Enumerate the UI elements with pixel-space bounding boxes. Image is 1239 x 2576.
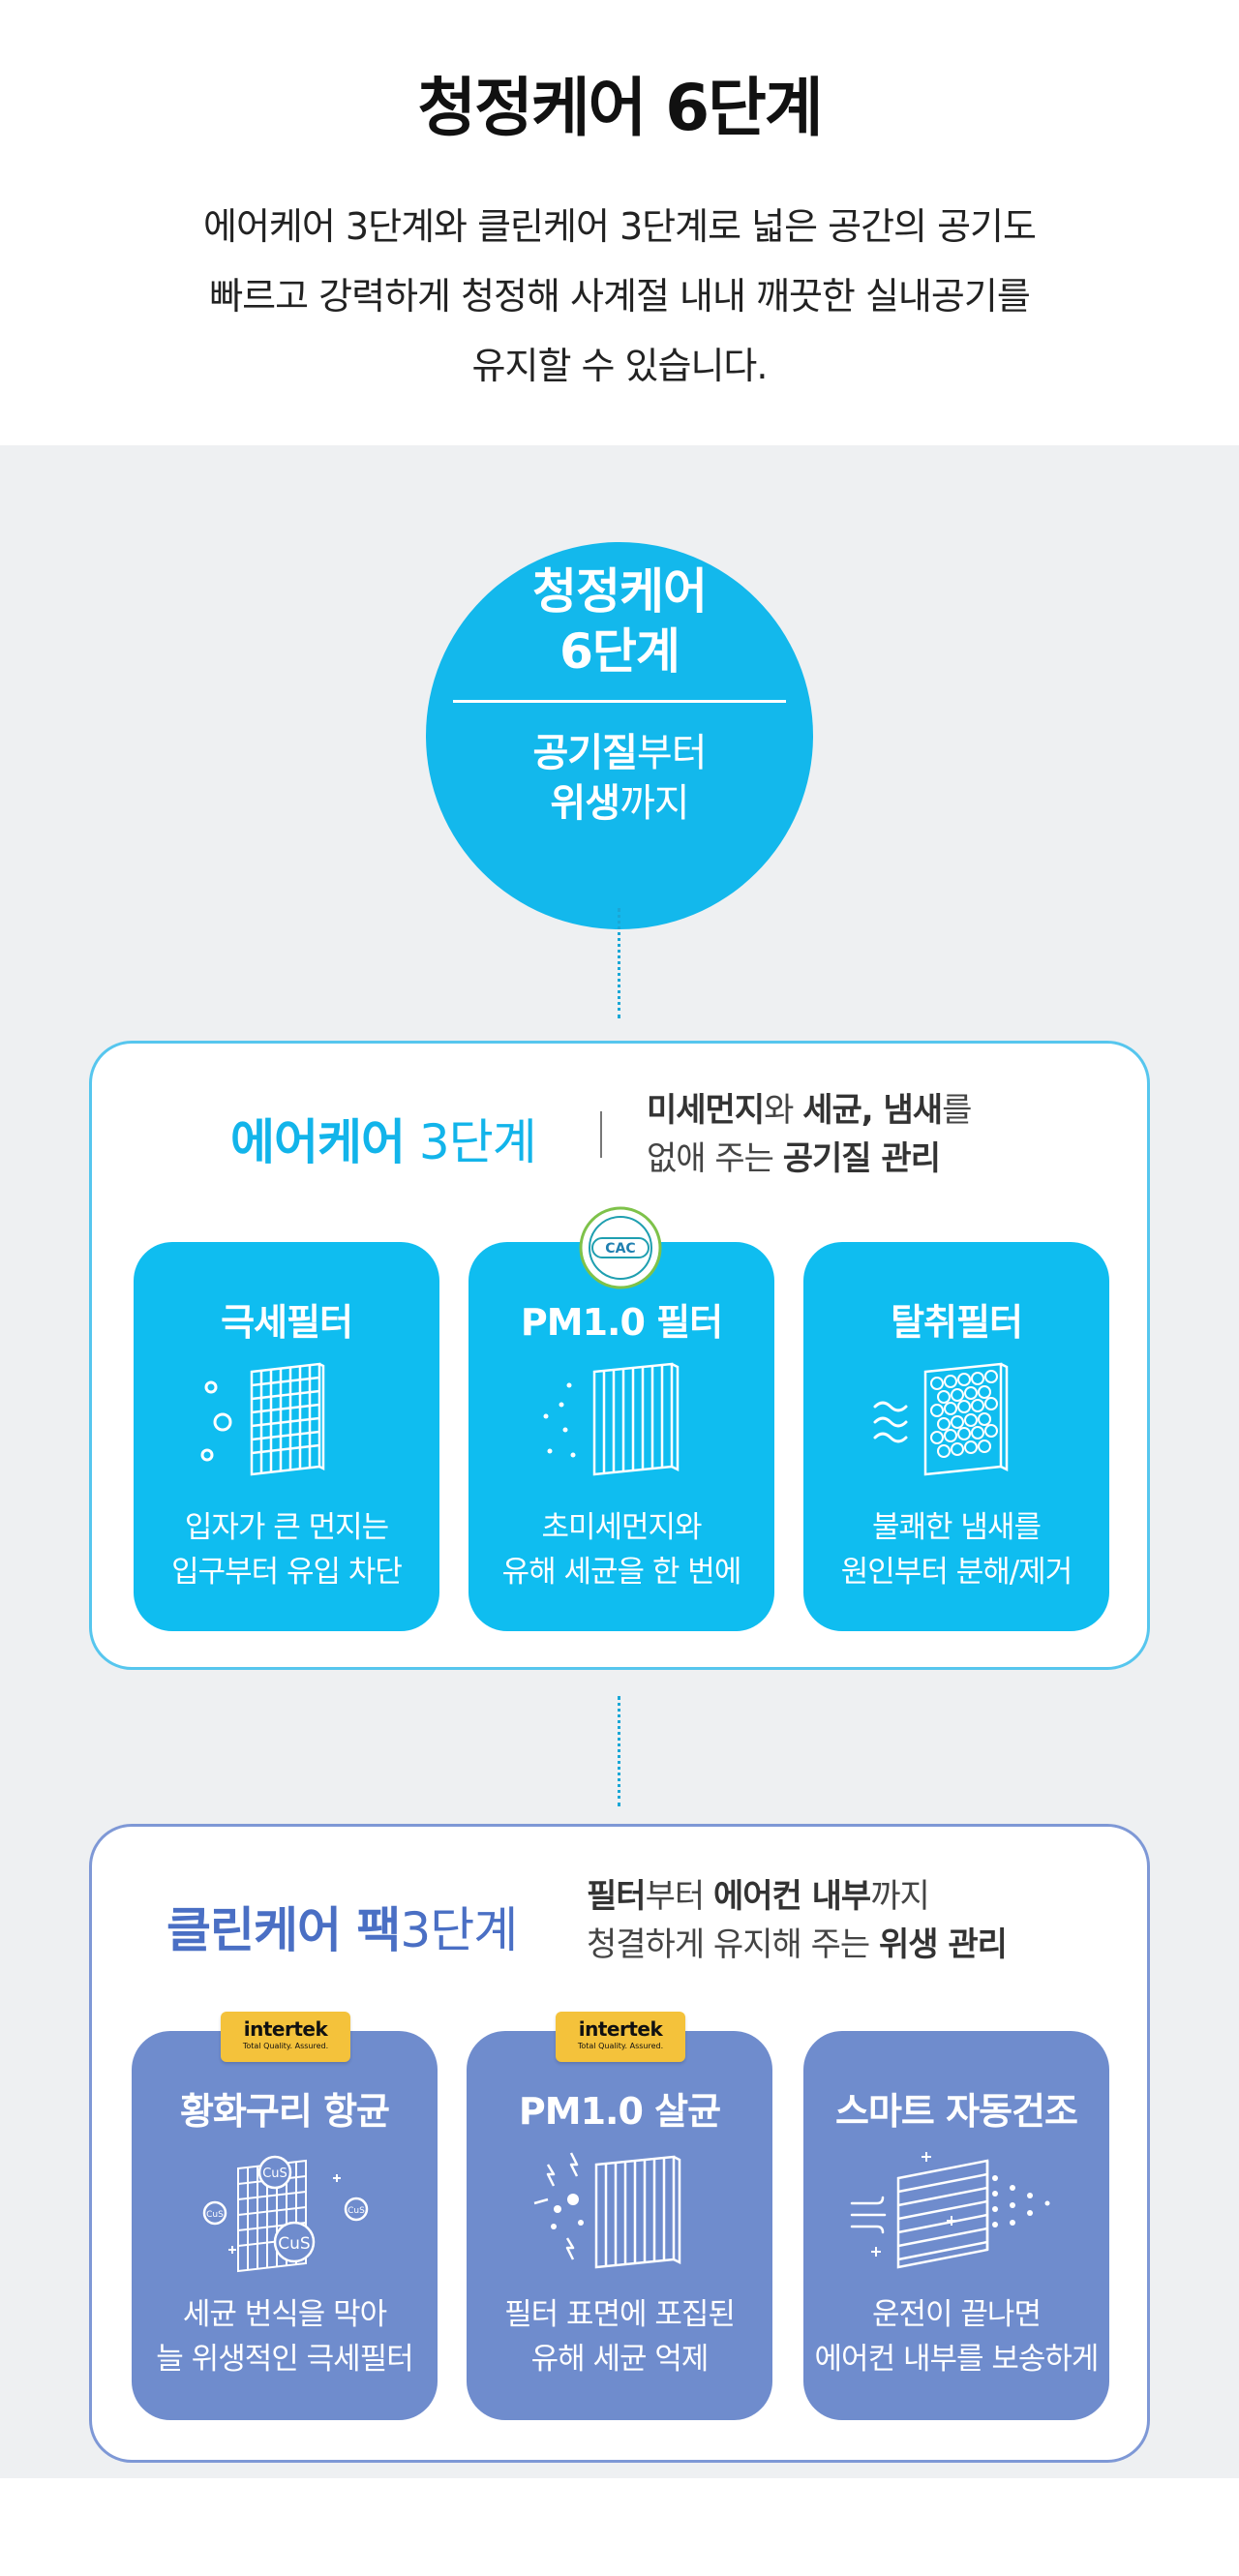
sterilization-filter-icon bbox=[533, 2152, 681, 2269]
cleancare-desc-line1: 필터부터 에어컨 내부까지 bbox=[587, 1872, 1007, 1921]
plain-text: 청결하게 유지해 주는 bbox=[587, 1925, 879, 1964]
cleancare-description: 필터부터 에어컨 내부까지 청결하게 유지해 주는 위생 관리 bbox=[587, 1872, 1008, 1969]
emphasis-text: 미세먼지 bbox=[647, 1091, 765, 1130]
pm10-filter-icon bbox=[543, 1362, 680, 1476]
emphasis-text: 세균, 냄새 bbox=[802, 1091, 943, 1130]
hero-circle: 청정케어 6단계 공기질부터 위생까지 bbox=[426, 542, 813, 929]
intertek-certification-badge: intertek Total Quality. Assured. bbox=[221, 2012, 350, 2062]
hero-divider bbox=[453, 700, 786, 703]
intro-line: 빠르고 강력하게 청정해 사계절 내내 깨끗한 실내공기를 bbox=[209, 275, 1031, 318]
aircare-card-ultrafine-filter: 극세필터 입자가 큰 먼지는 입구부터 유입 차단 bbox=[134, 1242, 439, 1631]
cleancare-card-smart-drying: 스마트 자동건조 운전이 끝나 bbox=[803, 2031, 1109, 2420]
aircare-title: 에어케어 3단계 bbox=[230, 1104, 537, 1173]
page-title: 청정케어 6단계 bbox=[417, 71, 823, 145]
card-description: 불쾌한 냄새를 원인부터 분해/제거 bbox=[803, 1505, 1109, 1594]
card-title: PM1.0 살균 bbox=[518, 2090, 721, 2133]
card-desc-line: 유해 세균을 한 번에 bbox=[501, 1555, 742, 1590]
chem-label: CuS bbox=[262, 2167, 287, 2181]
emphasis-text: 공기질 관리 bbox=[782, 1139, 941, 1178]
hero-sub-bold: 위생 bbox=[550, 781, 620, 826]
card-desc-line: 초미세먼지와 bbox=[541, 1510, 702, 1545]
cac-badge-text: CAC bbox=[605, 1241, 635, 1257]
hero-subtitle: 공기질부터 위생까지 bbox=[426, 728, 813, 829]
cleancare-title-bold: 클린케어 팩 bbox=[166, 1902, 401, 1958]
hero-sub-text: 까지 bbox=[620, 781, 690, 826]
plain-text: 없애 주는 bbox=[647, 1139, 783, 1178]
dotted-connector bbox=[618, 908, 620, 1018]
smart-drying-icon bbox=[850, 2152, 1050, 2269]
cleancare-title-rest: 3단계 bbox=[400, 1902, 518, 1958]
hero-sub-bold: 공기질 bbox=[532, 731, 637, 775]
hero-title: 청정케어 6단계 bbox=[426, 561, 813, 682]
card-description: 세균 번식을 막아 늘 위생적인 극세필터 bbox=[132, 2292, 438, 2381]
hero-title-line: 청정케어 bbox=[532, 563, 708, 620]
card-desc-line: 유해 세균 억제 bbox=[530, 2342, 710, 2377]
copper-sulfide-filter-icon: CuS CuS CuS CuS bbox=[202, 2155, 369, 2273]
card-description: 필터 표면에 포집된 유해 세균 억제 bbox=[467, 2292, 772, 2381]
card-desc-line: 필터 표면에 포집된 bbox=[504, 2297, 736, 2332]
card-desc-line: 세균 번식을 막아 bbox=[182, 2297, 387, 2332]
aircare-card-deodorizing-filter: 탈취필터 불쾌한 냄새를 원인부터 분해/제거 bbox=[803, 1242, 1109, 1631]
aircare-description: 미세먼지와 세균, 냄새를 없애 주는 공기질 관리 bbox=[647, 1086, 972, 1183]
card-desc-line: 입자가 큰 먼지는 bbox=[184, 1510, 389, 1545]
card-desc-line: 운전이 끝나면 bbox=[872, 2297, 1042, 2332]
card-title: 극세필터 bbox=[221, 1301, 353, 1344]
hero-sub-text: 부터 bbox=[636, 731, 708, 775]
emphasis-text: 에어컨 내부 bbox=[712, 1877, 871, 1916]
ultrafine-filter-icon bbox=[200, 1362, 325, 1476]
dotted-connector bbox=[618, 1696, 620, 1806]
card-desc-line: 늘 위생적인 극세필터 bbox=[156, 2342, 413, 2377]
intertek-name: intertek bbox=[578, 2017, 663, 2041]
intro-line: 에어케어 3단계와 클린케어 3단계로 넓은 공간의 공기도 bbox=[203, 205, 1037, 248]
intro-text: 에어케어 3단계와 클린케어 3단계로 넓은 공간의 공기도 빠르고 강력하게 … bbox=[0, 192, 1239, 401]
card-desc-line: 입구부터 유입 차단 bbox=[171, 1555, 403, 1590]
card-title: PM1.0 필터 bbox=[520, 1301, 723, 1344]
intertek-name: intertek bbox=[243, 2017, 328, 2041]
deodorizing-filter-icon bbox=[873, 1362, 1009, 1476]
chem-label: CuS bbox=[278, 2234, 310, 2254]
card-description: 운전이 끝나면 에어컨 내부를 보송하게 bbox=[803, 2292, 1109, 2381]
aircare-card-pm10-filter: PM1.0 필터 초미세먼지와 유해 세균을 한 번에 bbox=[468, 1242, 774, 1631]
plain-text: 부터 bbox=[645, 1877, 713, 1916]
aircare-desc-line1: 미세먼지와 세균, 냄새를 bbox=[647, 1086, 972, 1135]
aircare-separator bbox=[600, 1111, 602, 1158]
hero-title-line: 6단계 bbox=[559, 623, 680, 680]
cleancare-desc-line2: 청결하게 유지해 주는 위생 관리 bbox=[587, 1921, 1008, 1969]
intertek-certification-badge: intertek Total Quality. Assured. bbox=[556, 2012, 685, 2062]
intertek-tagline: Total Quality. Assured. bbox=[577, 2042, 664, 2050]
card-desc-line: 불쾌한 냄새를 bbox=[872, 1510, 1042, 1545]
card-description: 초미세먼지와 유해 세균을 한 번에 bbox=[468, 1505, 774, 1594]
aircare-desc-line2: 없애 주는 공기질 관리 bbox=[647, 1135, 971, 1183]
chem-label: CuS bbox=[348, 2206, 365, 2216]
emphasis-text: 필터 bbox=[587, 1877, 647, 1916]
cac-certification-badge: CAC bbox=[579, 1206, 662, 1289]
plain-text: 까지 bbox=[870, 1877, 930, 1916]
plain-text: 와 bbox=[764, 1091, 803, 1130]
intro-line: 유지할 수 있습니다. bbox=[471, 345, 769, 387]
chem-label: CuS bbox=[206, 2210, 224, 2220]
cleancare-card-copper-sulfide: 황화구리 항균 CuS CuS CuS CuS bbox=[132, 2031, 438, 2420]
card-description: 입자가 큰 먼지는 입구부터 유입 차단 bbox=[134, 1505, 439, 1594]
card-desc-line: 에어컨 내부를 보송하게 bbox=[814, 2342, 1100, 2377]
card-title: 탈취필터 bbox=[891, 1301, 1023, 1344]
cleancare-title: 클린케어 팩3단계 bbox=[166, 1892, 518, 1961]
plain-text: 를 bbox=[942, 1091, 972, 1130]
aircare-title-bold: 에어케어 bbox=[230, 1114, 406, 1170]
card-title: 황화구리 항균 bbox=[180, 2090, 390, 2133]
intertek-tagline: Total Quality. Assured. bbox=[242, 2042, 329, 2050]
aircare-title-rest: 3단계 bbox=[405, 1114, 537, 1170]
card-desc-line: 원인부터 분해/제거 bbox=[840, 1555, 1073, 1590]
emphasis-text: 위생 관리 bbox=[878, 1925, 1008, 1964]
card-title: 스마트 자동건조 bbox=[835, 2090, 1078, 2133]
header-section: 청정케어 6단계 에어케어 3단계와 클린케어 3단계로 넓은 공간의 공기도 … bbox=[0, 0, 1239, 445]
cleancare-card-pm10-sterilization: PM1.0 살균 필터 표면에 포집된 유해 세균 억제 bbox=[467, 2031, 772, 2420]
